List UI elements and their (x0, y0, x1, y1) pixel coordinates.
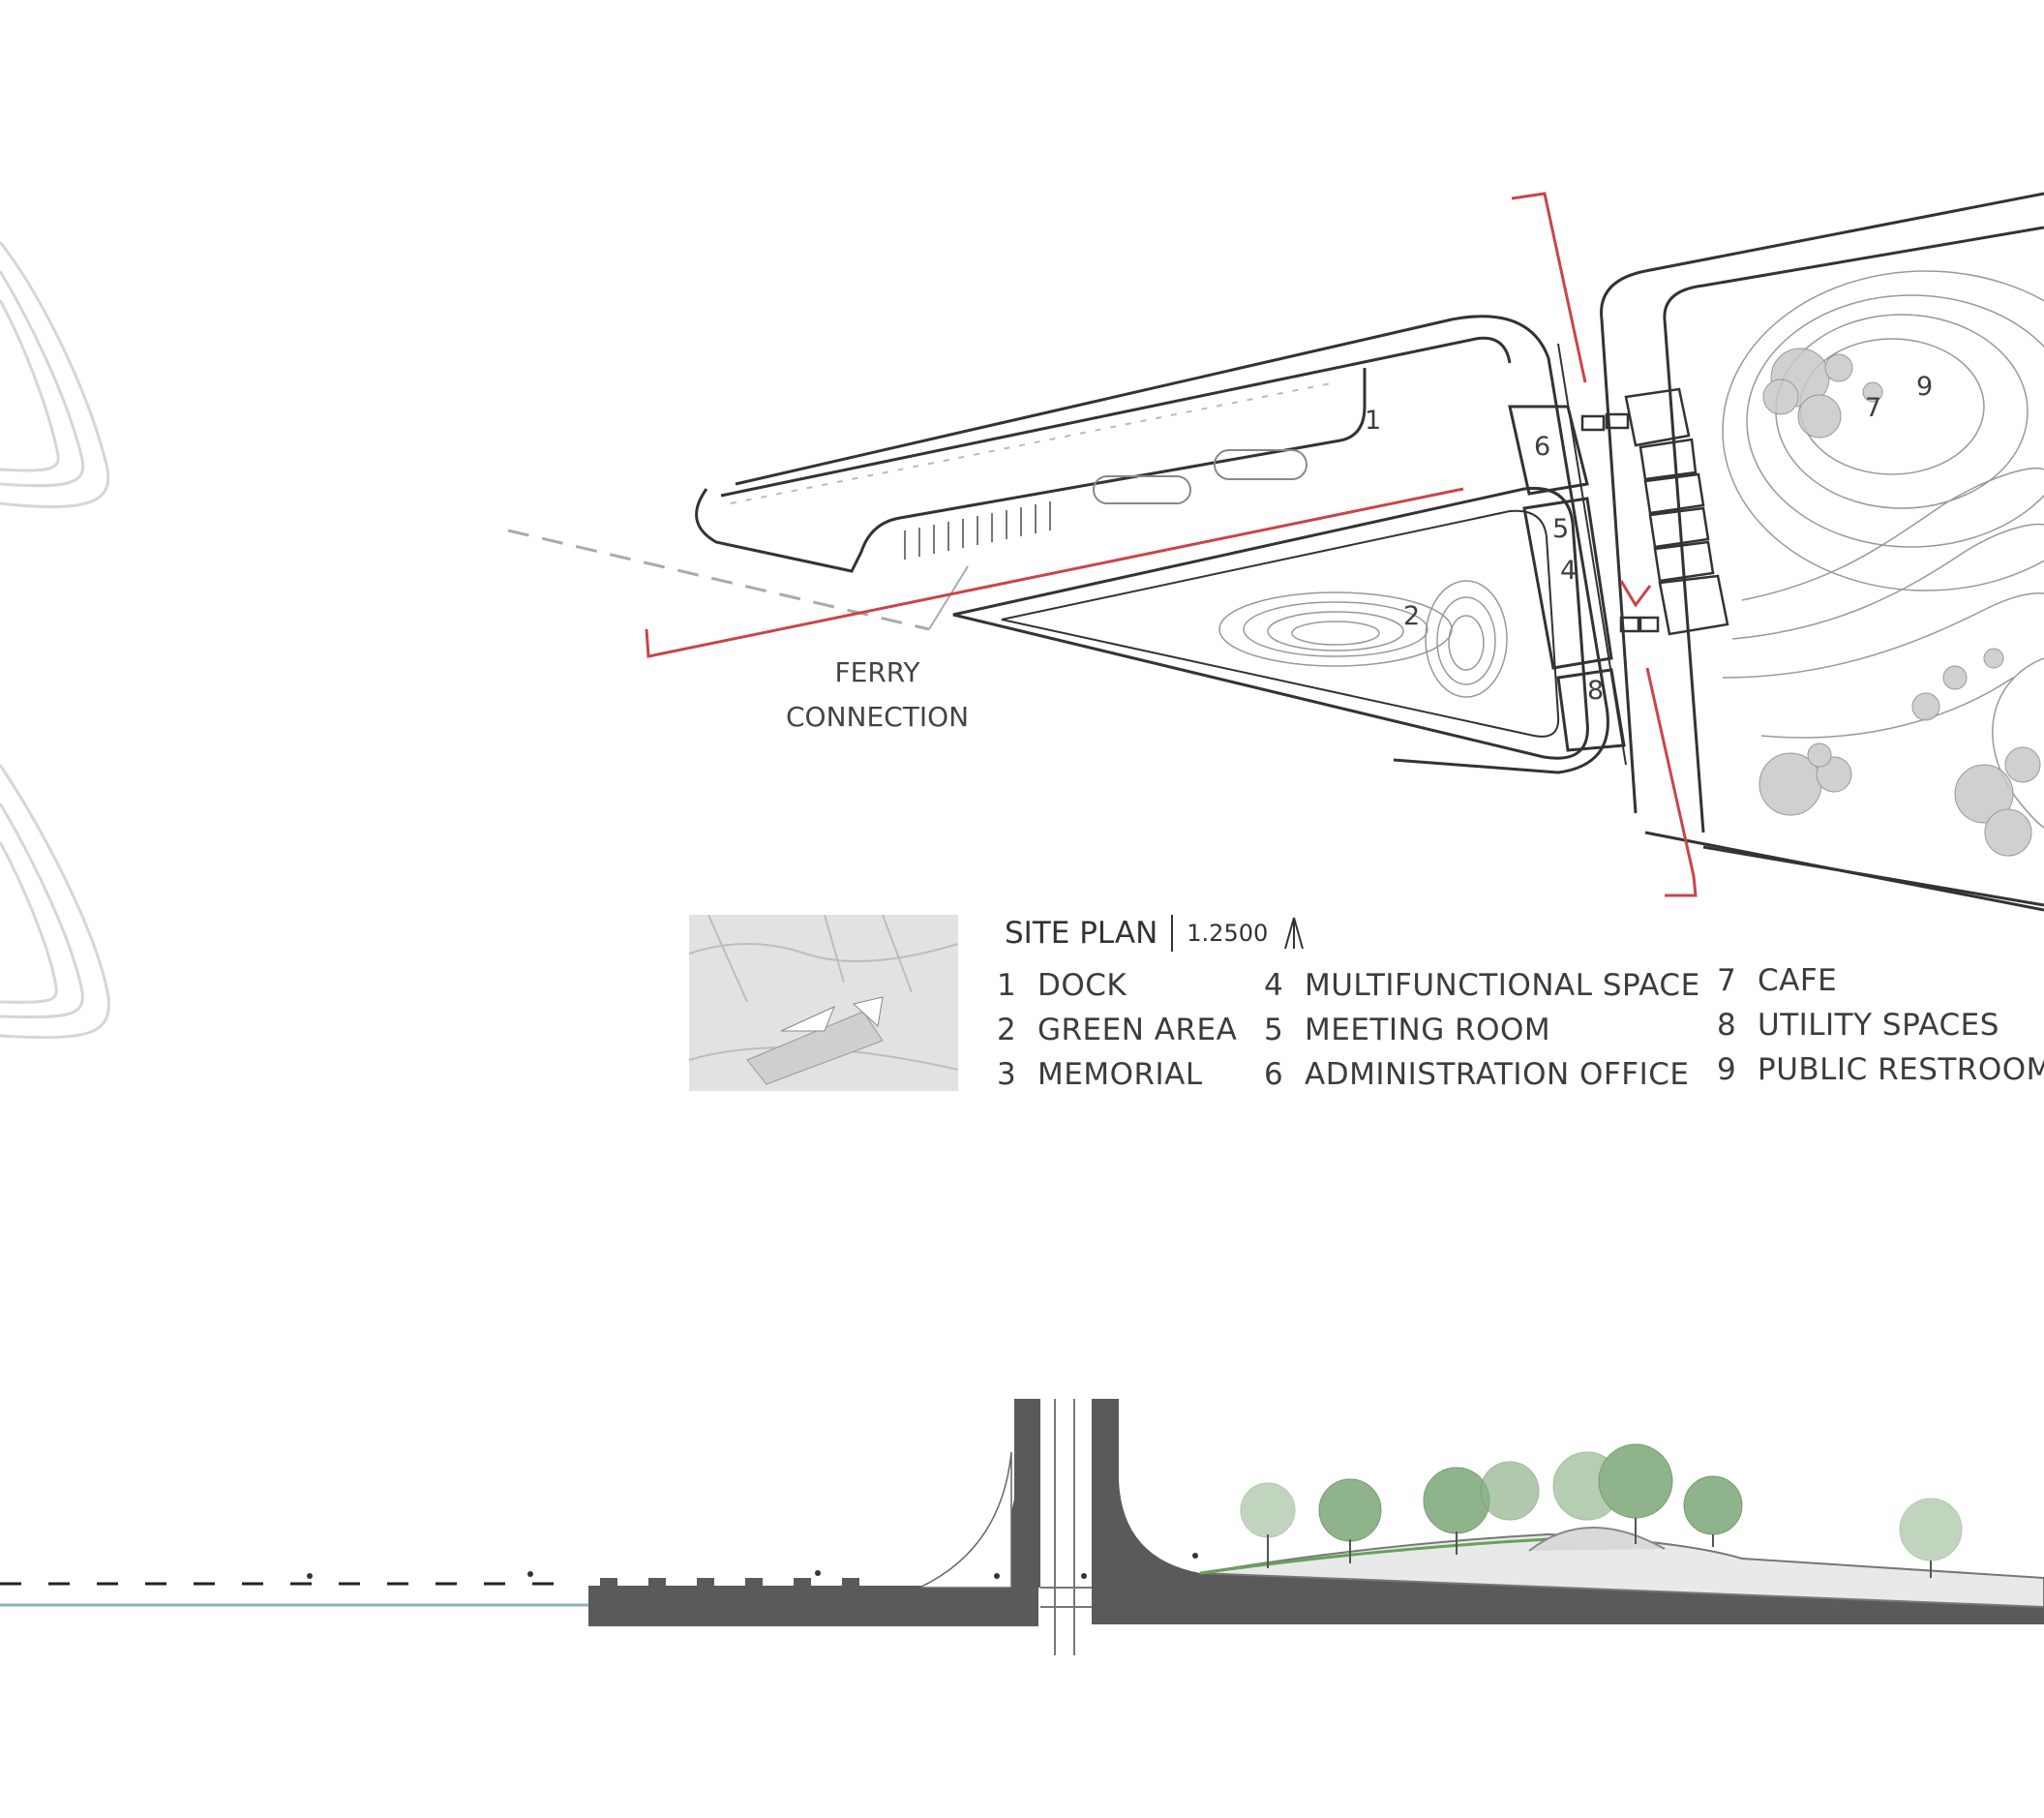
marker-4: 4 (1560, 556, 1577, 586)
title-divider (1171, 915, 1174, 952)
north-arrow-icon (1284, 917, 1305, 950)
plan-title-text: SITE PLAN (1005, 916, 1158, 951)
bridge-connector (1580, 412, 1660, 633)
marker-6: 6 (1534, 432, 1550, 462)
ferry-label-line2: CONNECTION (786, 701, 970, 733)
marker-9: 9 (1916, 372, 1933, 402)
location-minimap (689, 915, 958, 1091)
marker-7: 7 (1865, 393, 1881, 423)
section-trees (1240, 1443, 1963, 1578)
building-strip (1508, 343, 1627, 766)
ferry-route-line (507, 529, 930, 631)
marker-2: 2 (1403, 601, 1420, 631)
plan-scale: 1.2500 (1187, 920, 1269, 947)
ghost-shape-bottom (0, 764, 110, 1040)
terrace-steps (1624, 387, 1729, 636)
site-plan-title: SITE PLAN 1.2500 (1005, 915, 1307, 952)
plan-markers: 1 2 4 5 6 7 8 9 (1365, 372, 1933, 706)
marker-8: 8 (1587, 676, 1604, 706)
dock-island (695, 315, 1609, 774)
ferry-label-line1: FERRY (834, 656, 920, 688)
marker-5: 5 (1552, 514, 1569, 544)
marker-1: 1 (1365, 406, 1381, 436)
tree-cluster-plan (1758, 348, 2041, 857)
cafe-island (1600, 192, 2044, 912)
ghost-shape-top (0, 241, 110, 509)
ferry-connection-label: FERRY CONNECTION (786, 651, 969, 740)
section-cut-lines (645, 192, 1698, 897)
section-elevation (0, 1399, 2044, 1655)
